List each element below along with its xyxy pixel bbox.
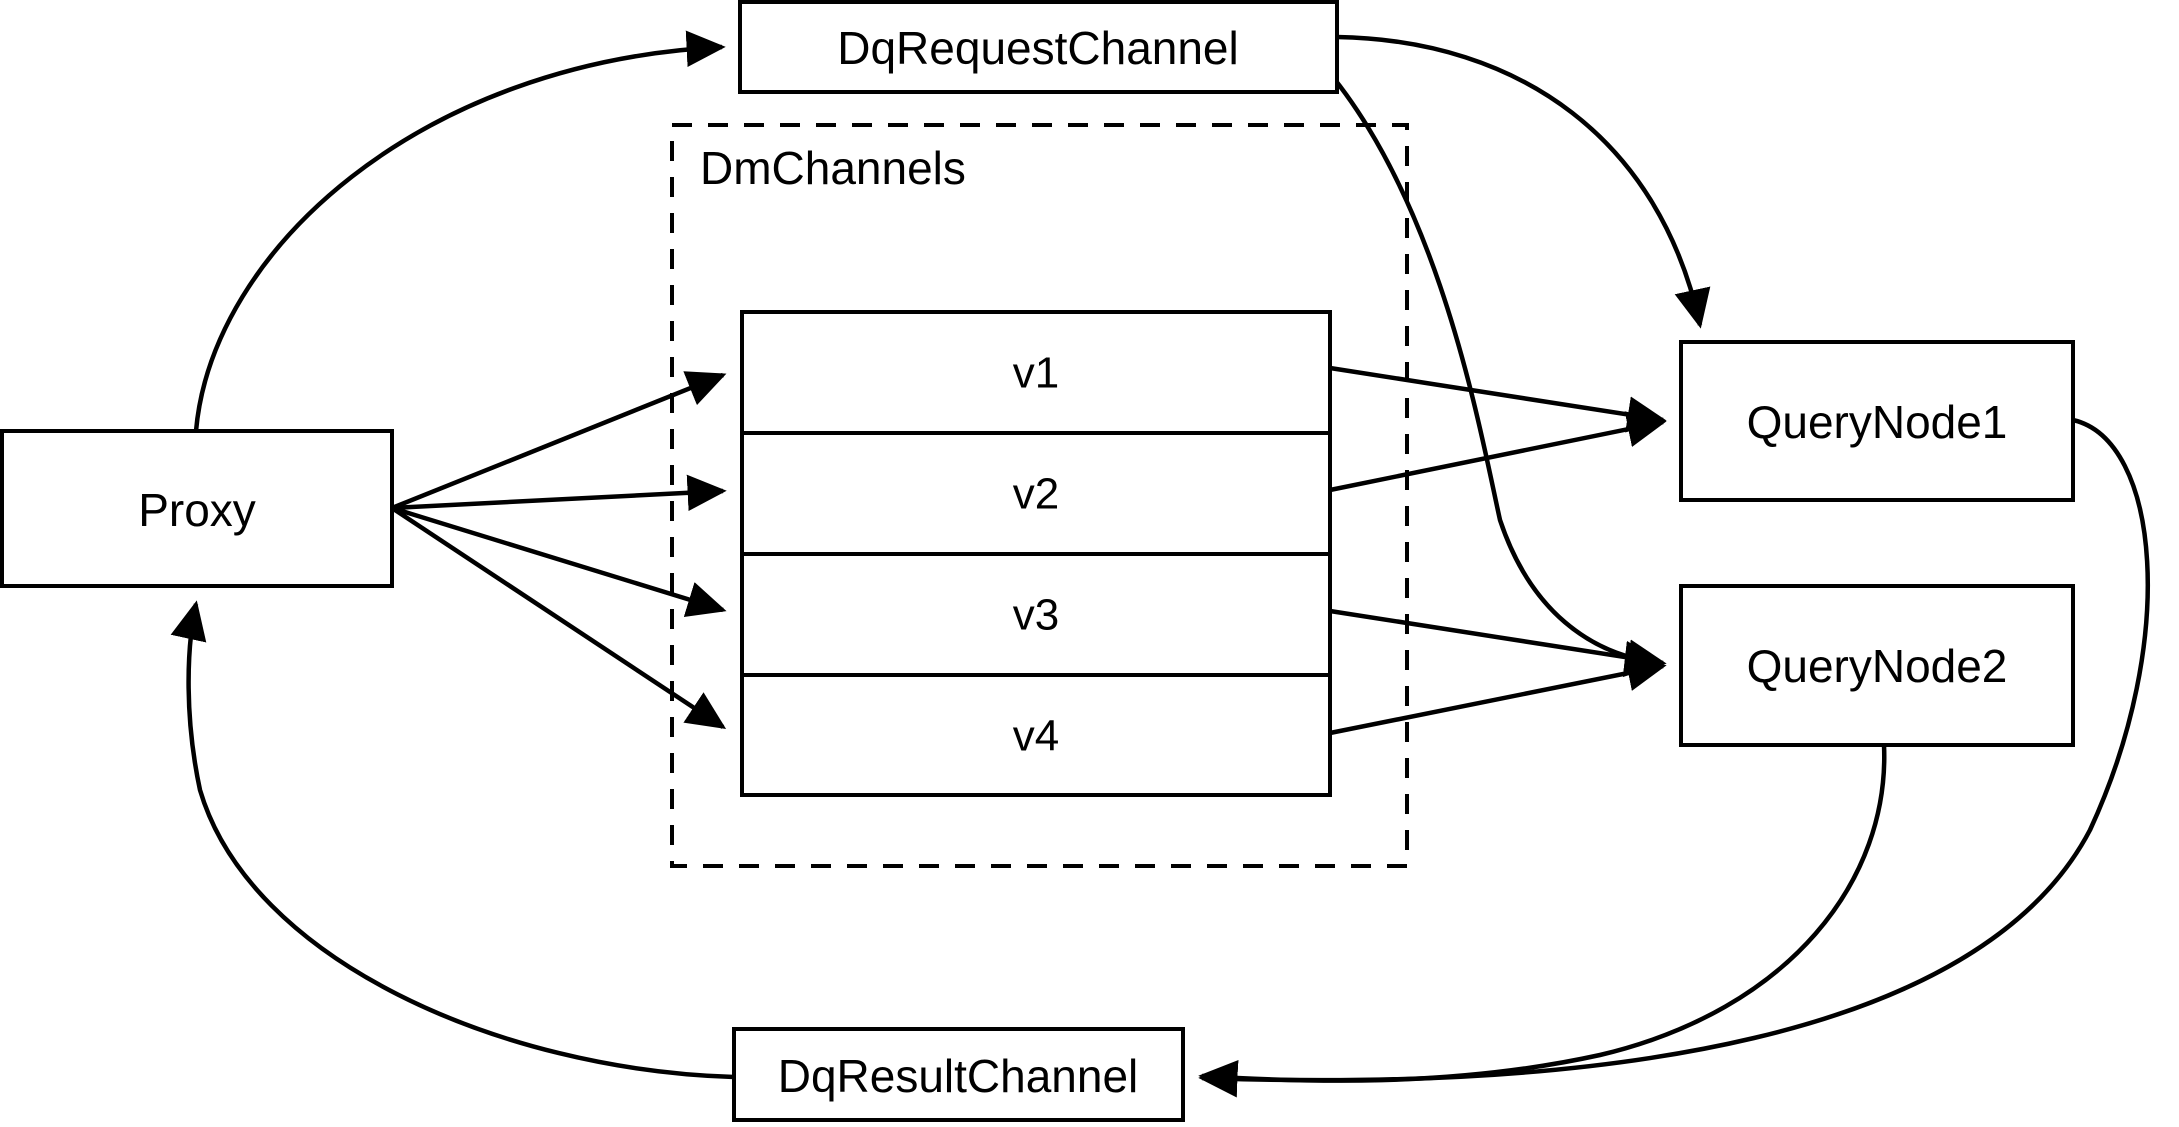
channel-row-v2: v2 — [1013, 470, 1059, 519]
channel-row-v3: v3 — [1013, 591, 1059, 640]
dmchannels-group-label: DmChannels — [700, 142, 966, 194]
edge-dqrequestchannel-to-querynode2 — [1320, 62, 1664, 678]
edge-querynode2-to-dqresultchannel — [1198, 744, 1887, 1097]
node-dq-request-channel[interactable] — [738, 0, 1339, 94]
node-proxy[interactable] — [0, 429, 394, 588]
node-query-node-1-label: QueryNode1 — [1747, 396, 2008, 448]
edge-v2-to-querynode1 — [1329, 411, 1667, 493]
edge-dqrequestchannel-to-querynode1 — [1336, 34, 1711, 329]
edge-proxy-to-v3 — [391, 505, 727, 617]
node-query-node-2[interactable] — [1679, 584, 2075, 747]
node-dq-result-channel[interactable] — [732, 1027, 1185, 1122]
edge-proxy-to-dqrequestchannel — [193, 30, 726, 432]
dmchannels-group — [670, 123, 1409, 868]
node-query-node-2-label: QueryNode2 — [1747, 640, 2008, 692]
edge-proxy-to-v1 — [391, 371, 727, 511]
edge-v4-to-querynode2 — [1329, 655, 1667, 736]
edge-proxy-to-v4 — [390, 506, 727, 730]
node-dq-result-channel-label: DqResultChannel — [778, 1050, 1139, 1102]
channel-row-v1: v1 — [1013, 349, 1059, 398]
edge-dqresultchannel-to-proxy — [170, 600, 735, 1080]
edge-v1-to-querynode1 — [1329, 365, 1667, 433]
channel-row-v4: v4 — [1013, 712, 1059, 761]
node-proxy-label: Proxy — [138, 484, 256, 536]
edge-proxy-to-v2 — [391, 474, 727, 512]
edge-querynode1-to-dqresultchannel — [1198, 417, 2150, 1098]
node-dq-request-channel-label: DqRequestChannel — [837, 22, 1239, 74]
node-query-node-1[interactable] — [1679, 340, 2075, 502]
edge-v3-to-querynode2 — [1329, 608, 1667, 676]
